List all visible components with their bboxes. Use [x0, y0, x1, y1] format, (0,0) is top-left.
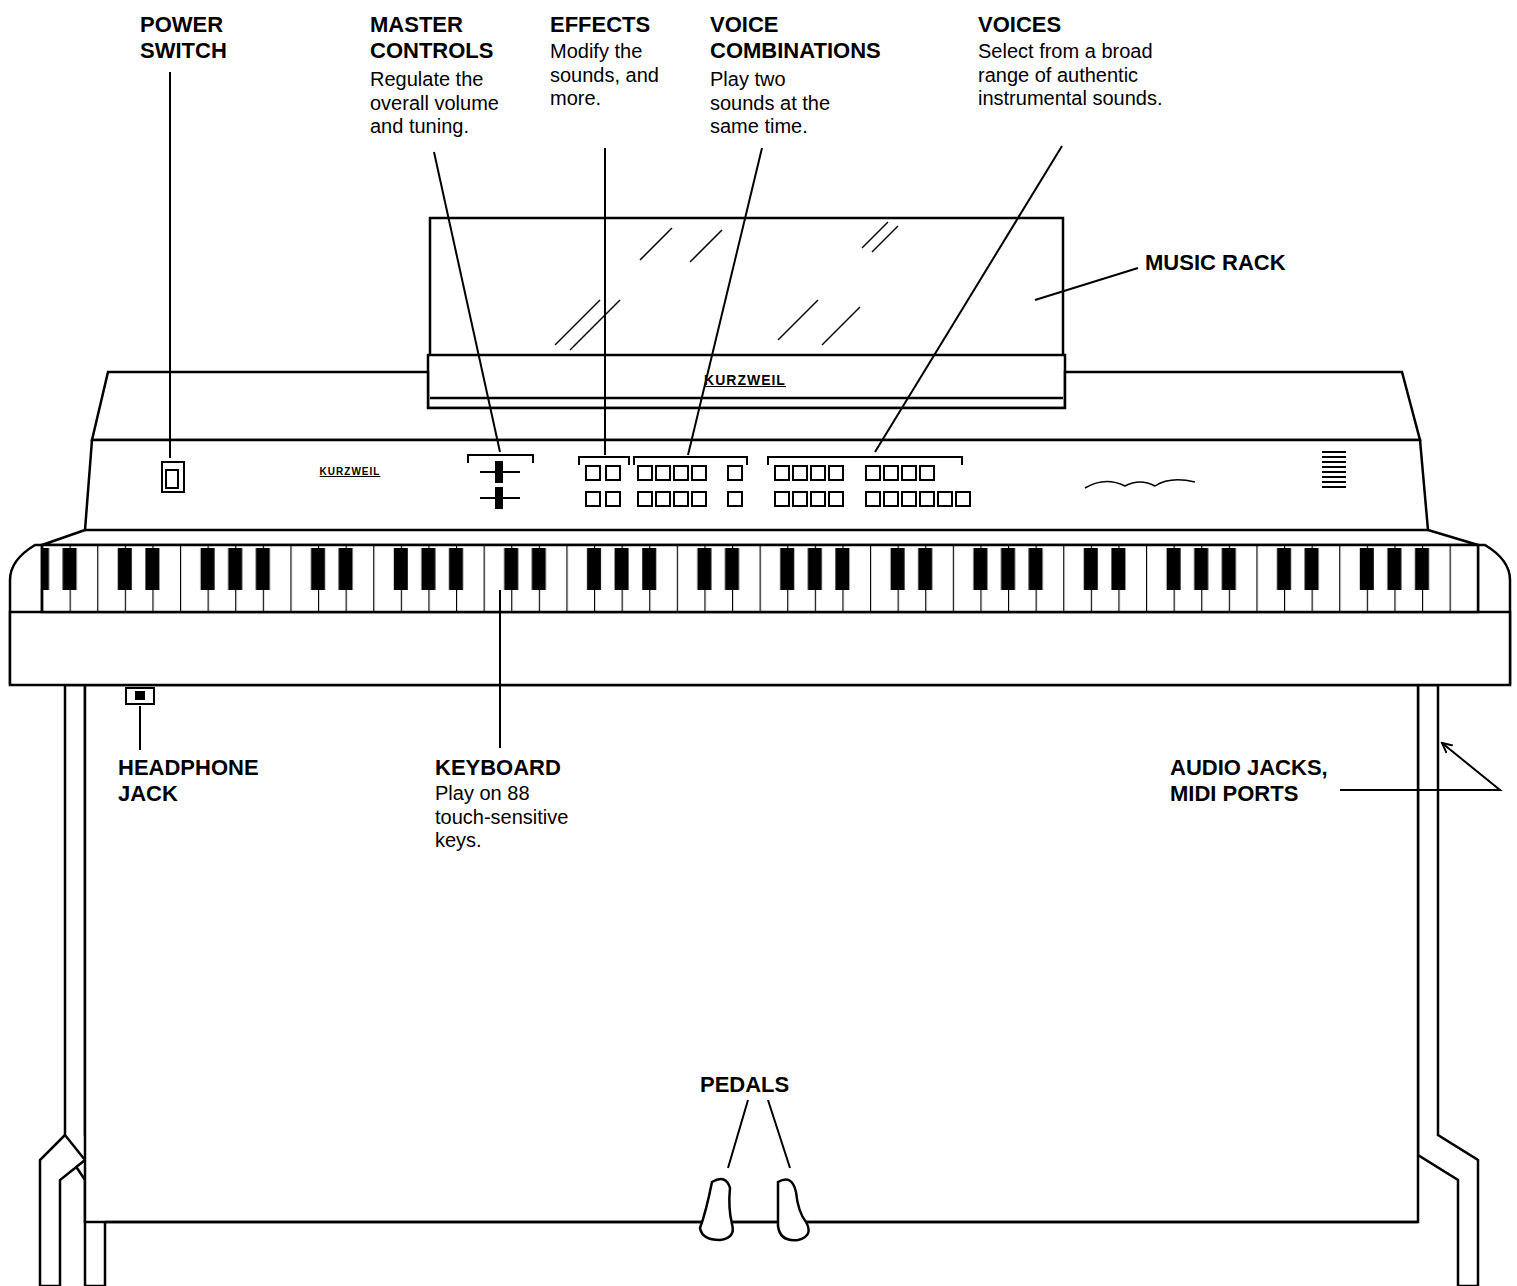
part-description: Regulate the overall volume and tuning. [370, 68, 522, 139]
part-name: PEDALS [700, 1072, 810, 1098]
keyboard-keys [42, 545, 1478, 612]
part-name: POWER SWITCH [140, 12, 250, 64]
rack-base [428, 355, 1065, 408]
part-name: VOICE COMBINATIONS [710, 12, 895, 64]
pedal [778, 1180, 809, 1241]
right-leg [1418, 685, 1478, 1286]
left-foot [40, 1135, 85, 1286]
part-name: VOICES [978, 12, 1208, 38]
part-name: KEYBOARD [435, 755, 585, 781]
part-name: EFFECTS [550, 12, 680, 38]
part-description: Play two sounds at the same time. [710, 68, 852, 139]
brand-logo: KURZWEIL [305, 466, 395, 478]
stand-panel [85, 685, 1418, 1222]
part-name: AUDIO JACKS, MIDI PORTS [1170, 755, 1365, 807]
piano-lid [92, 372, 1420, 440]
part-name: MUSIC RACK [1145, 250, 1325, 276]
part-name: MASTER CONTROLS [370, 12, 520, 64]
leader-lines [140, 72, 1500, 1168]
brand-logo: KURZWEIL [680, 372, 810, 389]
speaker-grille [1322, 452, 1346, 487]
pedal [700, 1179, 733, 1240]
power-switch [162, 462, 184, 492]
model-logo [1085, 480, 1195, 488]
key-slip [10, 612, 1510, 685]
music-rack [430, 218, 1063, 358]
headphone-jack [126, 688, 154, 704]
part-description: Select from a broad range of authentic i… [978, 40, 1208, 111]
part-description: Play on 88 touch-sensitive keys. [435, 782, 585, 853]
part-description: Modify the sounds, and more. [550, 40, 680, 111]
control-panel [42, 440, 1478, 545]
part-name: HEADPHONE JACK [118, 755, 283, 807]
